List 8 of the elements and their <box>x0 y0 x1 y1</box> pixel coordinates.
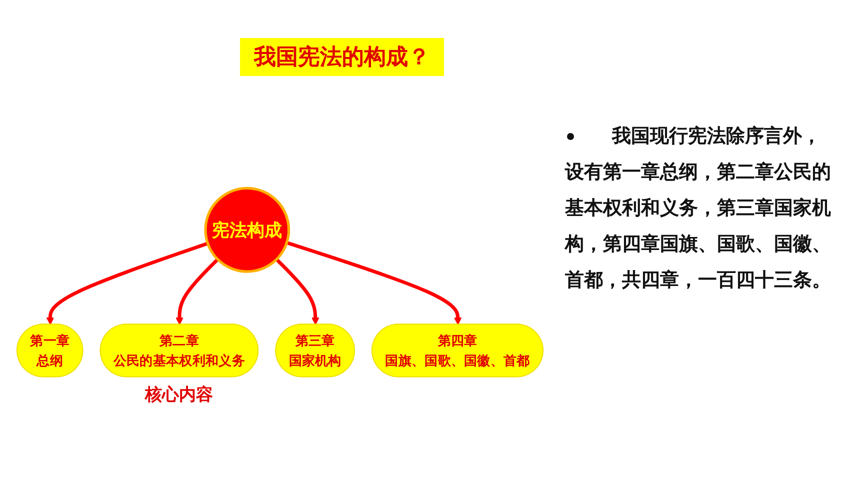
arrow <box>46 242 208 325</box>
arrow <box>176 258 219 325</box>
title: 我国宪法的构成？ <box>240 38 444 76</box>
arrow <box>275 258 320 325</box>
label: 我国现行宪法除序言外，设有第一章总纲，第二章公民的基本权利和义务，第三章国家机构，第四章国旗、国歌、国徽、首都，共四章，一百四十三条。 <box>565 125 831 291</box>
arrow <box>286 241 462 325</box>
node-circle: 宪法构成 <box>204 186 290 273</box>
side-note: 核心内容 <box>145 384 214 406</box>
